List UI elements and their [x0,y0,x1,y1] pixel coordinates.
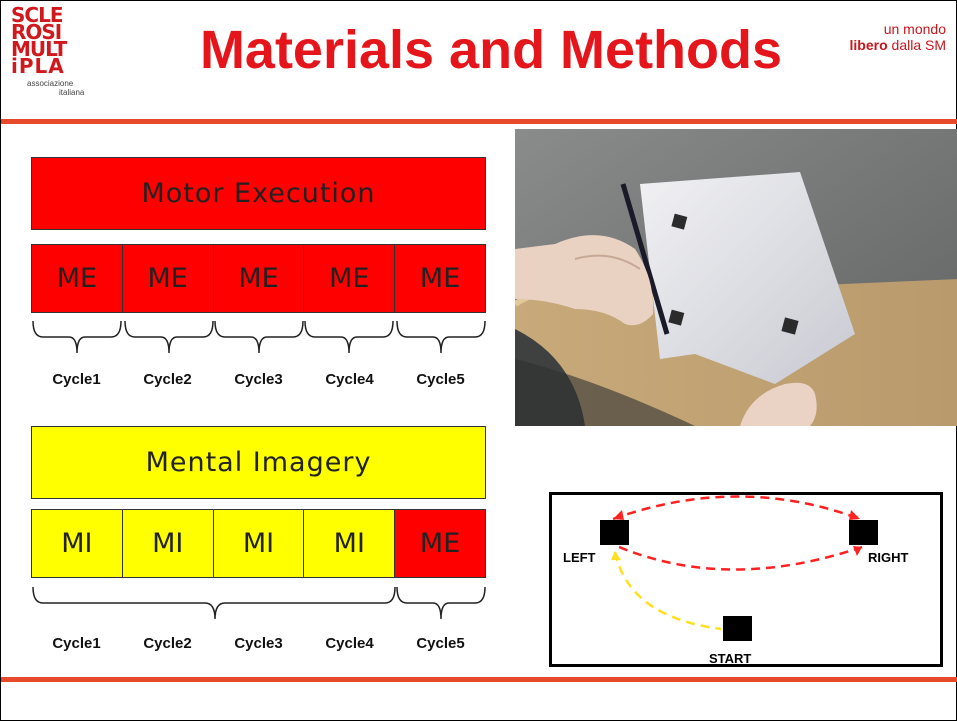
arrow-right-left [618,545,863,571]
header-divider [1,119,957,124]
cycle-label: Cycle3 [234,635,283,652]
motor-execution-bar: Motor Execution [31,157,486,230]
cycle-label: Cycle5 [416,371,465,388]
logo-line-1: SCLE [11,3,64,27]
cycle-label: Cycle3 [234,371,283,388]
cycle-label: Cycle2 [143,371,192,388]
arrow-start-left [613,551,722,631]
mi-segment: MI [304,510,396,577]
mi-segment: MI [122,510,214,577]
slogan-bold: libero [849,37,888,53]
me-segment: ME [395,245,485,312]
cycle-label: Cycle1 [52,635,101,652]
slogan-rest: dalla SM [891,37,946,53]
cycle-label: Cycle2 [143,635,192,652]
me-segment: ME [122,245,214,312]
mi-segment: MI [213,510,305,577]
me-segment: ME [395,510,485,577]
trajectory-diagram: LEFT RIGHT START [549,492,943,667]
logo-line-4: iPLA [11,54,65,78]
aism-logo: SCLE ROSI MULT iPLA associazione italian… [11,3,111,119]
logo-sub-1: associazione [27,79,74,88]
start-target [723,616,752,641]
me-segment: ME [304,245,396,312]
trajectory-diagram-svg: LEFT RIGHT START [549,492,943,667]
me-segment: ME [213,245,305,312]
slogan: un mondo libero dalla SM [850,21,946,53]
me-segment: ME [32,245,123,312]
left-target [600,520,629,545]
task-photo [515,129,957,426]
imagery-cycle-labels: Cycle1 Cycle2 Cycle3 Cycle4 Cycle5 [31,635,486,652]
cycle-label: Cycle4 [325,371,374,388]
logo-line-2: ROSI [11,20,62,44]
start-label: START [709,651,751,666]
motor-execution-segments: ME ME ME ME ME [31,244,486,313]
mi-segment: MI [32,510,123,577]
page-title: Materials and Methods [199,20,783,80]
cycle-label: Cycle1 [52,371,101,388]
mental-imagery-segments: MI MI MI MI ME [31,509,486,578]
cycle-label: Cycle4 [325,635,374,652]
right-label: RIGHT [868,550,909,565]
logo-sub-2: italiana [59,88,85,97]
slogan-line-1: un mondo [883,21,946,37]
slogan-line-2: libero dalla SM [850,37,946,53]
right-target [849,520,878,545]
logo-line-3: MULT [11,37,67,61]
motor-cycle-braces [32,320,486,354]
footer-divider [1,677,957,682]
motor-cycle-labels: Cycle1 Cycle2 Cycle3 Cycle4 Cycle5 [31,371,486,388]
mental-imagery-bar: Mental Imagery [31,426,486,499]
cycle-label: Cycle5 [416,635,465,652]
task-photo-image [515,129,957,426]
left-label: LEFT [563,550,596,565]
imagery-cycle-braces [32,586,486,620]
arrow-left-right [612,495,861,521]
